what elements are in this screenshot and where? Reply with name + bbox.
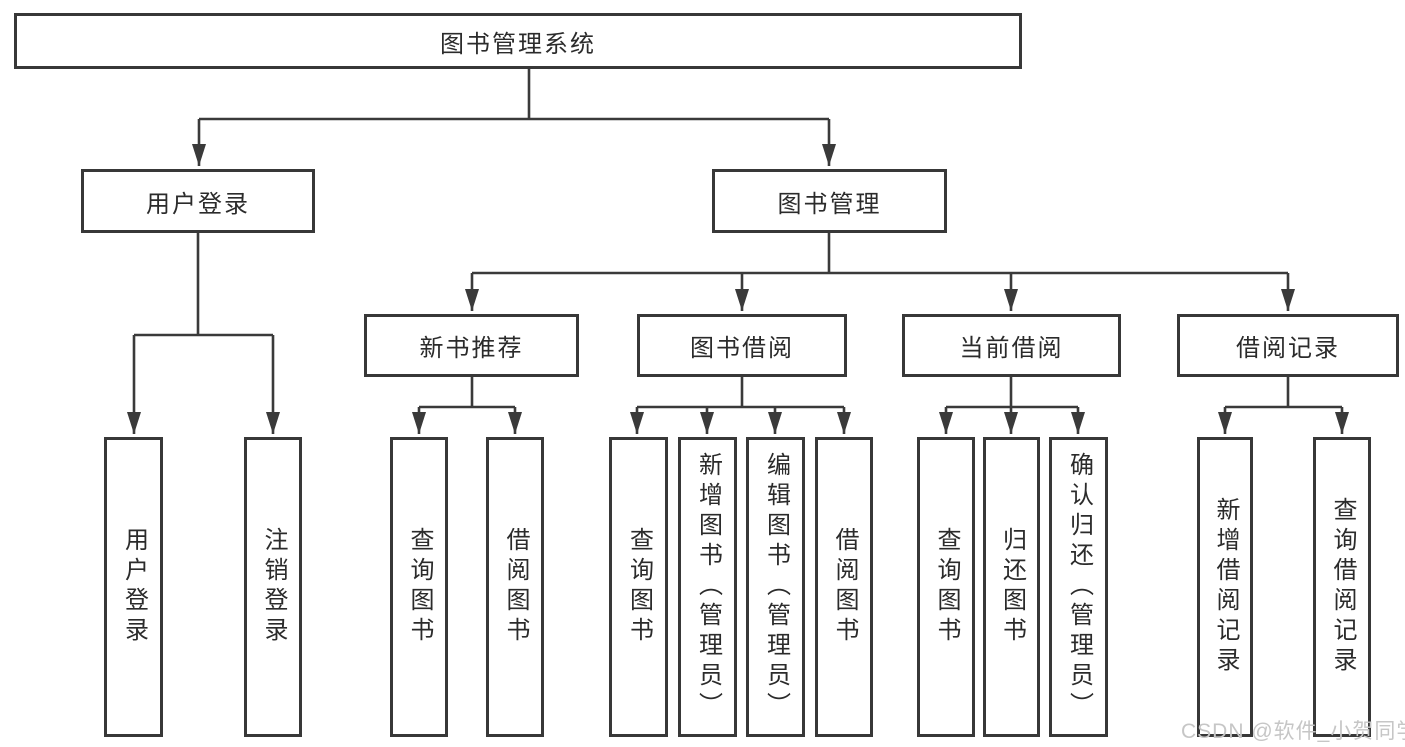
node-label: 借阅图书	[831, 527, 858, 647]
leaf-add-borrow-record: 新增借阅记录	[1197, 437, 1253, 737]
connector-user-login-branch	[127, 233, 280, 434]
leaf-edit-books-admin: 编辑图书（管理员）	[746, 437, 805, 737]
csdn-watermark: CSDN @软件_小贺同学	[1181, 720, 1405, 743]
leaf-borrow-books: 借阅图书	[815, 437, 873, 737]
node-label: 查询借阅记录	[1329, 497, 1356, 677]
node-label: 新增图书（管理员）	[694, 452, 722, 722]
leaf-query-books-borrow: 查询图书	[609, 437, 668, 737]
node-label: 图书管理系统	[440, 30, 596, 58]
node-label: 新书推荐	[419, 335, 524, 362]
leaf-confirm-return-admin: 确认归还（管理员）	[1049, 437, 1108, 737]
leaf-logout: 注销登录	[244, 437, 302, 737]
node-label: 图书借阅	[690, 335, 794, 362]
node-current-borrowing: 当前借阅	[902, 314, 1121, 377]
connector-book-management-branch	[465, 233, 1295, 311]
leaf-query-borrow-record: 查询借阅记录	[1313, 437, 1371, 737]
node-label: 查询图书	[625, 527, 653, 647]
connector-current-borrow-branch	[939, 377, 1085, 434]
leaf-borrow-books-recommend: 借阅图书	[486, 437, 544, 737]
leaf-query-books-recommend: 查询图书	[390, 437, 448, 737]
connector-new-book-branch	[412, 377, 522, 434]
node-label: 查询图书	[933, 527, 960, 647]
node-new-book-recommendation: 新书推荐	[364, 314, 579, 377]
node-label: 确认归还（管理员）	[1065, 452, 1093, 722]
node-label: 归还图书	[998, 527, 1026, 647]
node-label: 查询图书	[406, 527, 433, 647]
node-label: 新增借阅记录	[1212, 497, 1239, 677]
leaf-query-books-current: 查询图书	[917, 437, 975, 737]
node-book-borrowing: 图书借阅	[637, 314, 847, 377]
node-label: 编辑图书（管理员）	[762, 452, 790, 722]
leaf-add-books-admin: 新增图书（管理员）	[678, 437, 737, 737]
node-label: 借阅记录	[1236, 335, 1340, 362]
node-label: 注销登录	[260, 527, 287, 647]
node-borrowing-records: 借阅记录	[1177, 314, 1399, 377]
connector-book-borrow-branch	[630, 377, 851, 434]
node-user-login: 用户登录	[81, 169, 315, 233]
connector-borrow-record-branch	[1218, 377, 1349, 434]
connector-root-to-level2	[192, 68, 836, 166]
node-label: 当前借阅	[959, 335, 1064, 362]
leaf-user-login: 用户登录	[104, 437, 163, 737]
node-label: 借阅图书	[502, 527, 529, 647]
node-library-management-system: 图书管理系统	[14, 13, 1022, 69]
node-book-management: 图书管理	[712, 169, 947, 233]
leaf-return-books: 归还图书	[983, 437, 1040, 737]
node-label: 用户登录	[120, 527, 148, 647]
node-label: 用户登录	[146, 190, 250, 218]
node-label: 图书管理	[777, 190, 882, 218]
